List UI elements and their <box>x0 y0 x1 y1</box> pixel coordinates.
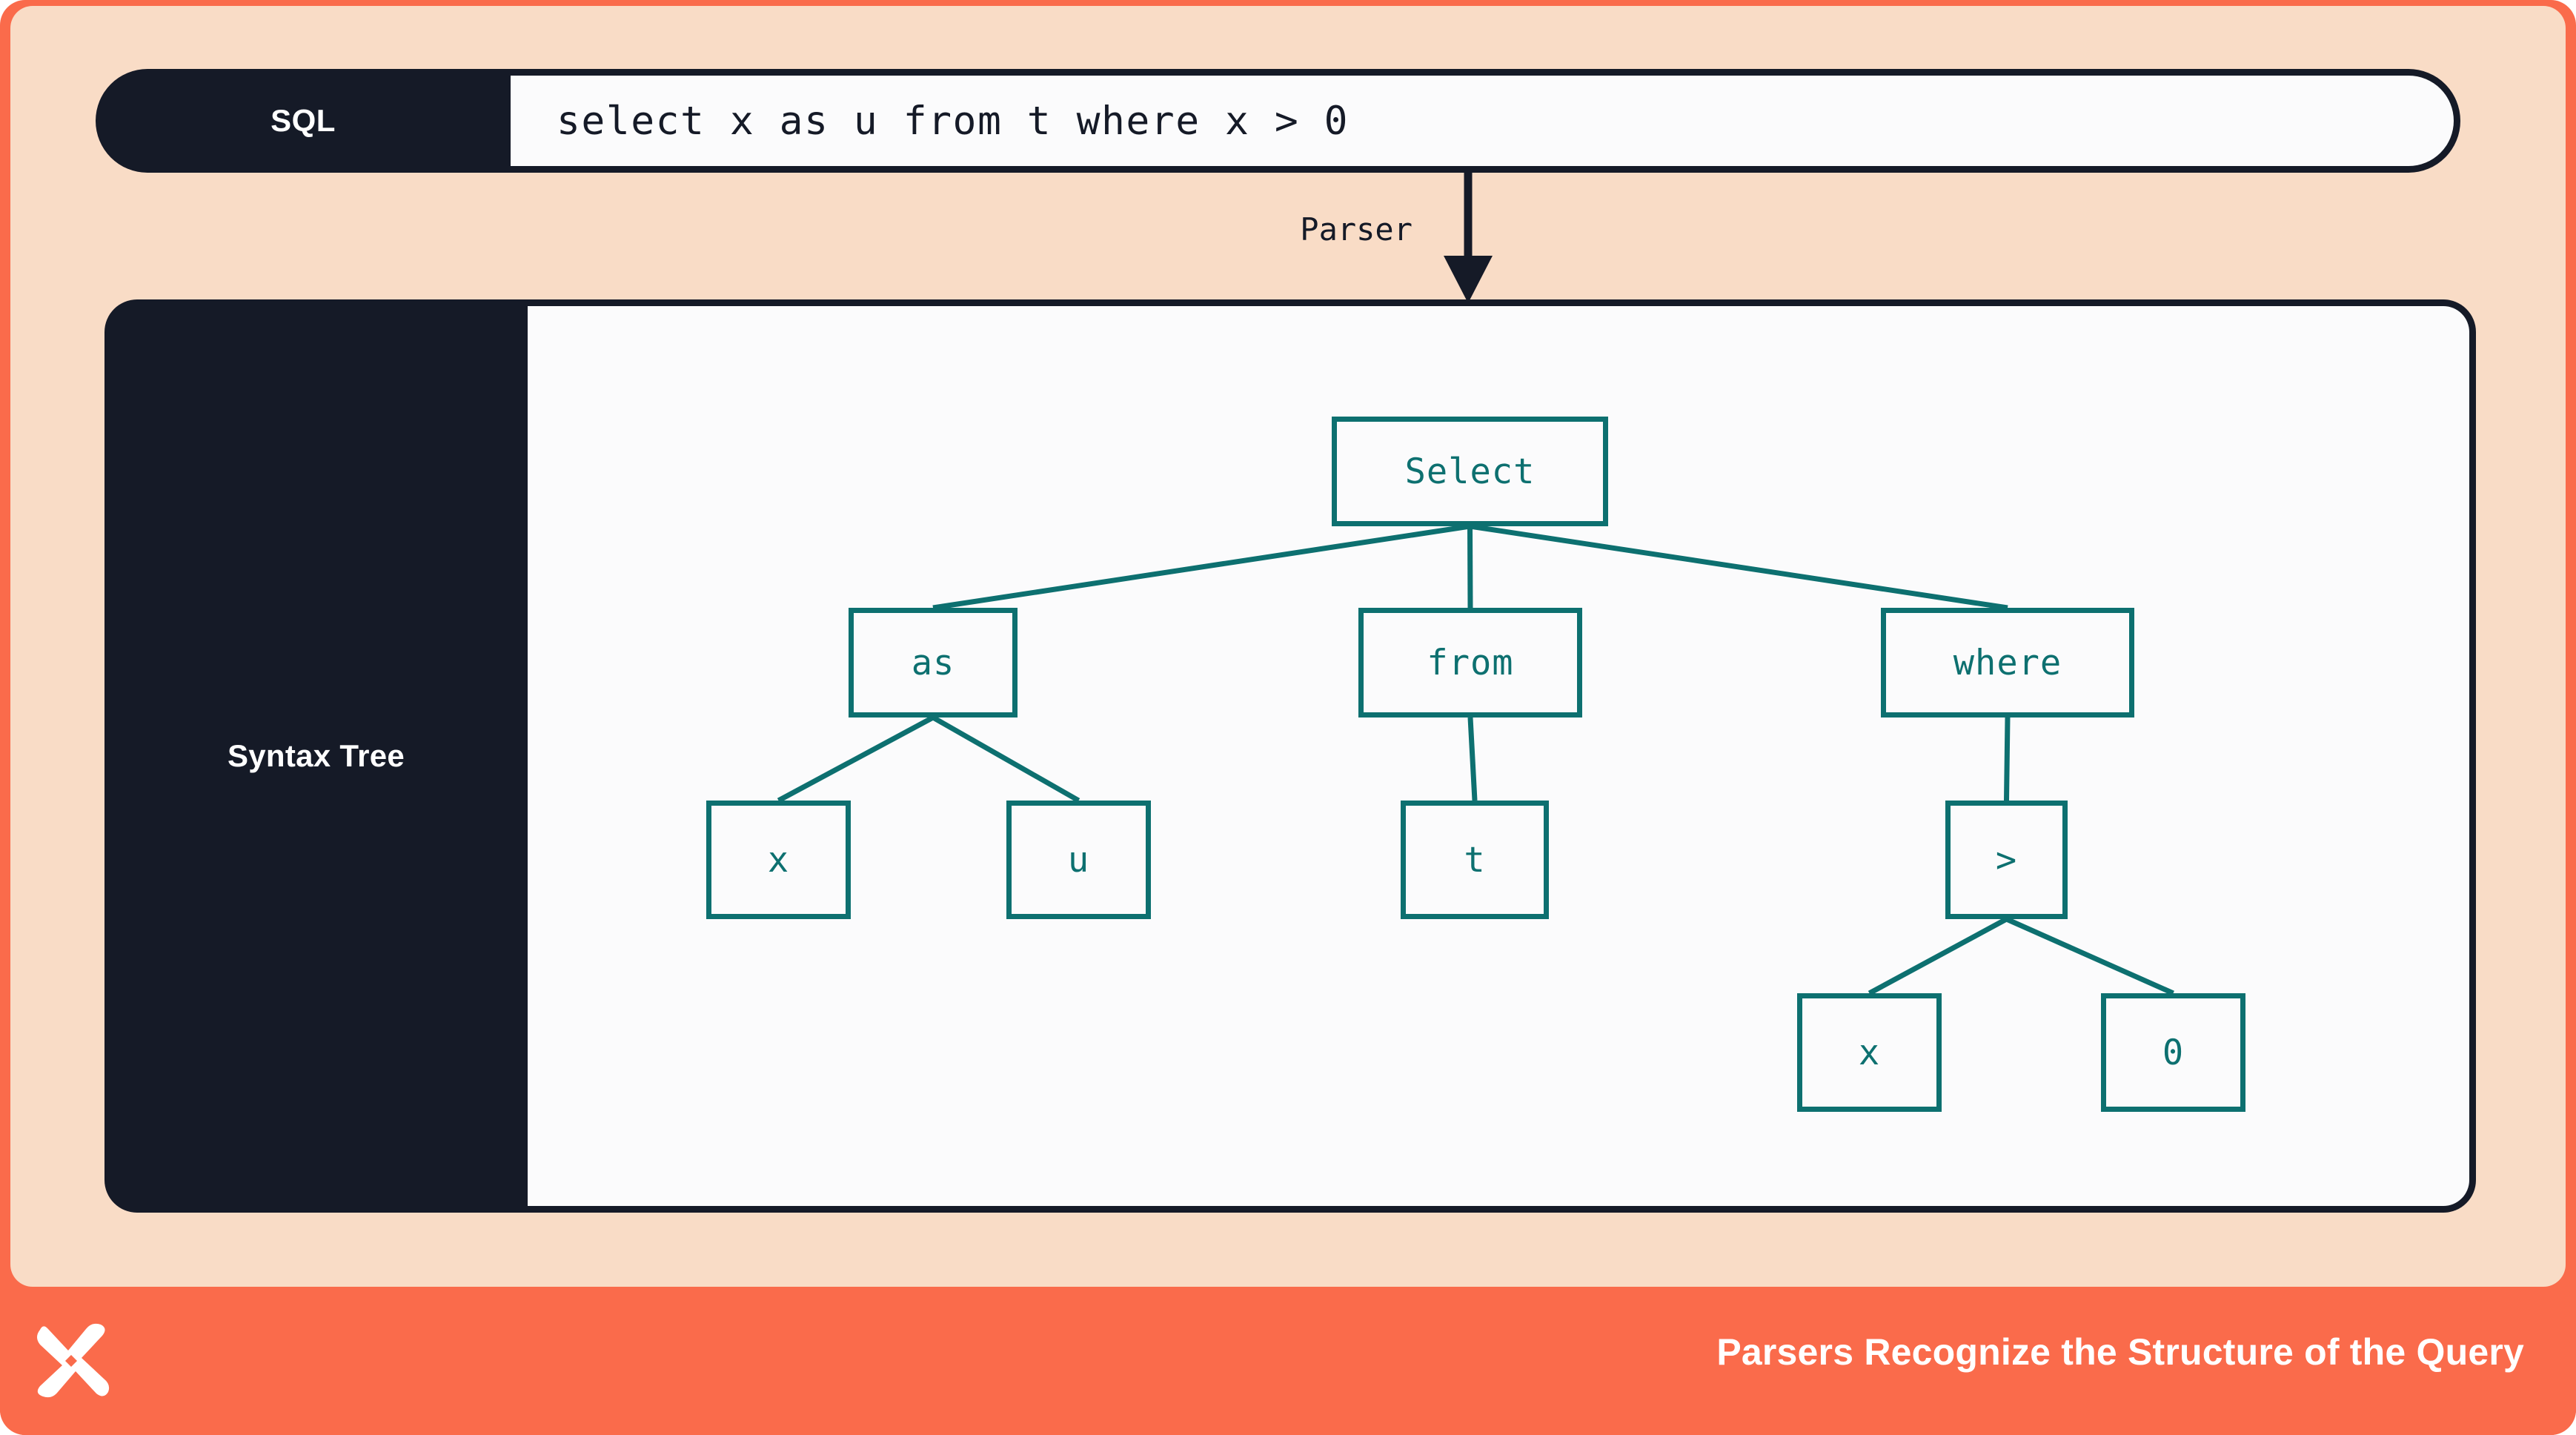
sql-query-field[interactable]: select x as u from t where x > 0 <box>511 69 2460 173</box>
tree-node-as[interactable]: as <box>849 608 1018 718</box>
butterfly-x-logo-icon <box>37 1323 110 1398</box>
tree-edge <box>1467 717 1478 801</box>
syntax-tree-canvas: Select as from where x u t > x 0 <box>528 299 2476 1213</box>
tree-node-from[interactable]: from <box>1358 608 1582 718</box>
tree-node-as_u[interactable]: u <box>1006 801 1151 919</box>
tree-edges-svg <box>777 523 2174 996</box>
tree-node-label: > <box>1995 839 2018 881</box>
tree-edge <box>2004 717 2011 801</box>
syntax-tree-label-pane: Syntax Tree <box>104 299 528 1213</box>
sql-input-row: SQL select x as u from t where x > 0 <box>96 69 2460 173</box>
tree-edge <box>932 715 1080 803</box>
footer-caption: Parsers Recognize the Structure of the Q… <box>1716 1331 2524 1373</box>
parser-arrow-group: Parser <box>1260 173 1704 306</box>
tree-node-gt[interactable]: > <box>1945 801 2068 919</box>
tree-node-select[interactable]: Select <box>1332 417 1608 526</box>
tree-node-label: u <box>1067 839 1090 881</box>
tree-node-label: where <box>1953 642 2062 683</box>
tree-node-label: as <box>911 642 955 683</box>
tree-edge <box>932 523 1471 611</box>
syntax-tree-panel: Syntax Tree Select as from where x u t > x 0 <box>104 299 2476 1213</box>
sql-query-text: select x as u from t where x > 0 <box>557 98 1350 144</box>
tree-edge <box>1467 526 1473 609</box>
tree-edge <box>1469 523 2008 611</box>
footer-bar <box>0 1287 2576 1435</box>
tree-node-label: x <box>1858 1032 1881 1073</box>
tree-node-from_t[interactable]: t <box>1401 801 1549 919</box>
tree-node-label: t <box>1464 839 1486 881</box>
parser-arrow-icon <box>1444 173 1493 303</box>
tree-edge <box>777 715 935 803</box>
tree-node-gt_0[interactable]: 0 <box>2101 993 2245 1112</box>
sql-label-text: SQL <box>270 103 336 138</box>
tree-node-label: x <box>767 839 790 881</box>
tree-node-label: from <box>1427 642 1514 683</box>
tree-node-label: Select <box>1404 451 1536 492</box>
sql-label-pill: SQL <box>96 69 511 173</box>
tree-node-where[interactable]: where <box>1881 608 2134 718</box>
tree-edge <box>2005 916 2174 996</box>
tree-node-as_x[interactable]: x <box>706 801 851 919</box>
syntax-tree-label: Syntax Tree <box>227 738 405 773</box>
tree-node-gt_x[interactable]: x <box>1797 993 1942 1112</box>
tree-edge <box>1868 916 2008 996</box>
tree-node-label: 0 <box>2162 1032 2185 1073</box>
parser-label: Parser <box>1300 211 1413 248</box>
